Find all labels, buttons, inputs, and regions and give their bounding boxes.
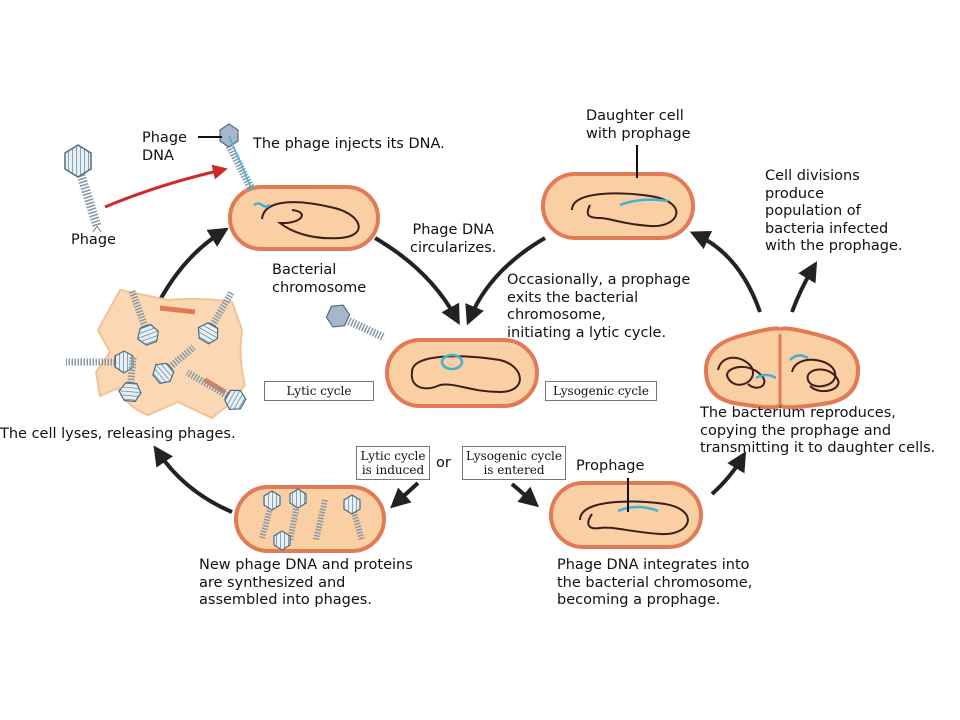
phage-near-center	[325, 304, 386, 341]
cell-injection	[228, 185, 380, 251]
lytic-induced-box: Lytic cycle is induced	[356, 446, 430, 480]
label-or: or	[436, 455, 451, 471]
arrow-lytic-induced	[390, 481, 420, 509]
arrow-lysed-to-injection	[158, 227, 229, 301]
lysogenic-cycle-box: Lysogenic cycle	[545, 381, 657, 401]
phage-attached	[219, 123, 256, 192]
cycle-arrows	[153, 227, 818, 514]
label-integrates: Phage DNA integrates into the bacterial …	[557, 557, 753, 608]
label-reproduces: The bacterium reproduces, copying the pr…	[700, 405, 936, 456]
cell-synthesis	[234, 485, 386, 553]
injection-arrow	[104, 164, 228, 209]
label-daughter-cell: Daughter cell with prophage	[586, 108, 691, 142]
label-bacterial-chromosome: Bacterial chromosome	[272, 262, 367, 296]
cell-dividing	[703, 326, 861, 410]
arrow-daughter-loop	[689, 231, 762, 313]
label-circularizes: Phage DNA circularizes.	[410, 222, 497, 256]
phage-free	[64, 144, 102, 233]
label-phage: Phage	[71, 232, 116, 248]
lysogenic-entered-box: Lysogenic cycle is entered	[462, 446, 566, 480]
label-prophage: Prophage	[576, 458, 645, 474]
arrow-reproduce	[710, 451, 747, 496]
label-cell-divisions: Cell divisions produce population of bac…	[765, 168, 903, 254]
cell-circularized	[385, 338, 539, 408]
cell-daughter	[541, 172, 695, 240]
arrow-population	[790, 261, 818, 313]
cell-prophage	[549, 481, 703, 549]
label-phage-dna: Phage DNA	[142, 130, 187, 164]
label-cell-lyses: The cell lyses, releasing phages.	[0, 426, 236, 442]
arrow-synth-to-lysis	[153, 445, 233, 514]
arrow-prophage-exits	[465, 236, 547, 326]
label-occasionally: Occasionally, a prophage exits the bacte…	[507, 272, 691, 341]
label-injects: The phage injects its DNA.	[253, 136, 445, 152]
arrow-lysogenic-entered	[510, 482, 540, 508]
lytic-cycle-box: Lytic cycle	[264, 381, 374, 401]
arrow-injection-to-circularize	[373, 236, 460, 326]
label-synthesized: New phage DNA and proteins are synthesiz…	[199, 557, 413, 608]
